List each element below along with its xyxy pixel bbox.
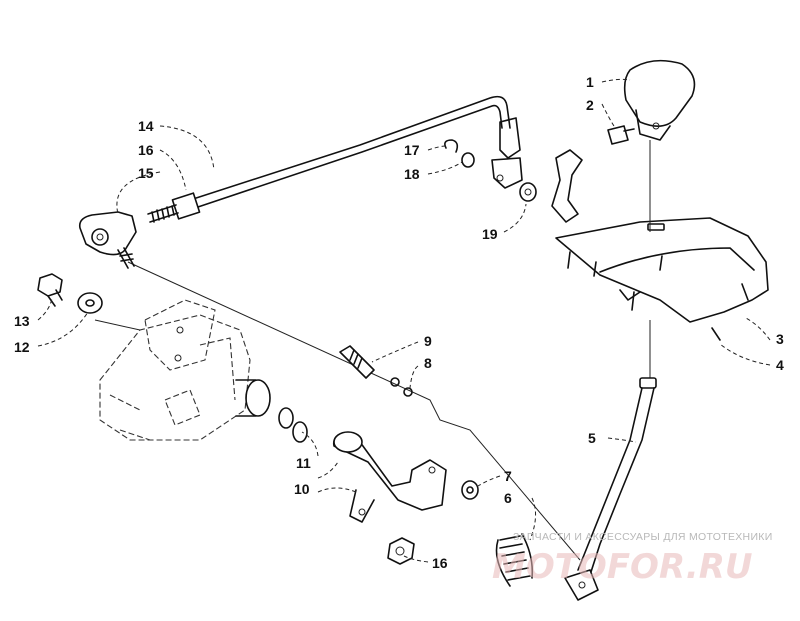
- callout-5: 5: [588, 430, 596, 446]
- shift-lever-arm: [519, 149, 583, 223]
- callout-11: 11: [296, 455, 311, 471]
- shift-knob: [607, 59, 696, 145]
- callout-14: 14: [138, 118, 154, 134]
- callout-15: 15: [138, 165, 154, 181]
- callout-10: 10: [294, 481, 310, 497]
- ball-joint: [78, 211, 137, 269]
- callout-7: 7: [504, 468, 512, 484]
- spring: [495, 533, 534, 587]
- callout-13: 13: [14, 313, 30, 329]
- callout-4: 4: [776, 357, 784, 373]
- callout-19: 19: [482, 226, 498, 242]
- watermark-logo: MOTOFOR.RU: [492, 547, 752, 587]
- callout-12: 12: [14, 339, 30, 355]
- lock-nut: [387, 537, 415, 565]
- washer-7: [461, 480, 479, 500]
- callout-17: 17: [404, 142, 420, 158]
- lower-shift-rod: [564, 377, 657, 601]
- callout-labels: 1 2 3 4 5 6 7 8 9 10 11 12 13 14 15 16 1…: [14, 74, 784, 571]
- watermark-tagline: ЗАПЧАСТИ И АКСЕССУАРЫ ДЛЯ МОТОТЕХНИКИ: [513, 531, 773, 543]
- bushing-rings: [278, 407, 308, 443]
- callout-9: 9: [424, 333, 432, 349]
- pivot-pin: [339, 345, 413, 397]
- callout-1: 1: [586, 74, 594, 90]
- shift-rod: [189, 95, 523, 209]
- watermark: ЗАПЧАСТИ И АКСЕССУАРЫ ДЛЯ МОТОТЕХНИКИ MO…: [492, 531, 773, 587]
- callout-16-upper: 16: [138, 142, 154, 158]
- callout-8: 8: [424, 355, 432, 371]
- leader-lines: [37, 78, 771, 563]
- callout-3: 3: [776, 331, 784, 347]
- rod-end-threads: [147, 192, 201, 223]
- frame-bracket-background: [99, 299, 271, 441]
- callout-16-lower: 16: [432, 555, 448, 571]
- shift-gate-console: [555, 217, 769, 341]
- bolt-and-washer: [37, 273, 103, 314]
- callout-2: 2: [586, 97, 594, 113]
- shift-bracket: [332, 431, 447, 523]
- callout-6: 6: [504, 490, 512, 506]
- callout-18: 18: [404, 166, 420, 182]
- clip-and-washer: [444, 139, 475, 168]
